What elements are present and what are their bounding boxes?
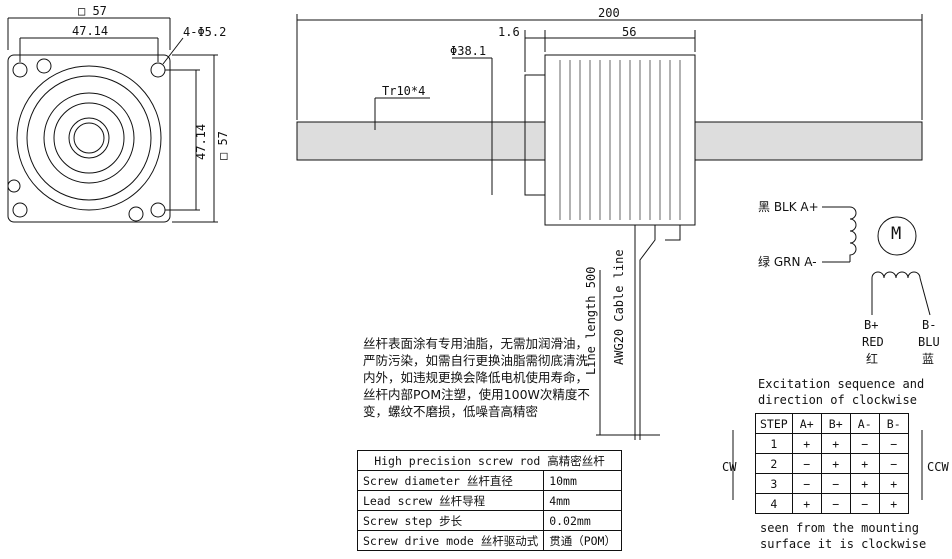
thread-label: Tr10*4 — [382, 84, 426, 98]
boss-diameter: Φ38.1 — [450, 44, 487, 58]
wire-b-minus: B- — [922, 318, 937, 332]
table-cell: − — [849, 433, 880, 454]
holes-label: 4-Φ5.2 — [183, 25, 227, 39]
square-dim-side: □ 57 — [216, 131, 230, 160]
ccw-label: CCW — [927, 460, 949, 474]
table-cell: − — [820, 493, 851, 514]
table-cell: − — [849, 493, 880, 514]
excitation-title-2: direction of clockwise — [758, 393, 917, 407]
table-row: 2−++− — [755, 453, 909, 474]
header-cell: B- — [878, 413, 909, 434]
table-cell: + — [820, 433, 851, 454]
spec-label: Screw diameter 丝杆直径 — [356, 470, 545, 491]
spec-title: High precision screw rod 高精密丝杆 — [357, 450, 622, 471]
wire-b-minus-cn: 蓝 — [922, 352, 935, 366]
spec-value: 0.02mm — [543, 510, 622, 531]
table-cell: − — [791, 473, 822, 494]
spec-label: Screw step 步长 — [356, 510, 545, 531]
body-length: 56 — [622, 25, 637, 39]
table-cell: − — [878, 433, 909, 454]
header-cell: B+ — [820, 413, 851, 434]
motor-symbol: M — [891, 224, 902, 244]
table-row: 3−−++ — [755, 473, 909, 494]
wire-a-plus: 黑 BLK A+ — [758, 200, 819, 214]
table-cell: 1 — [755, 433, 793, 454]
spec-label: Lead screw 丝杆导程 — [356, 490, 545, 511]
lubrication-note: 丝杆表面涂有专用油脂，无需加润滑油，严防污染，如需自行更换油脂需彻底清洗内外，如… — [363, 335, 593, 420]
wire-b-plus: B+ — [864, 318, 879, 332]
excitation-title-1: Excitation sequence and — [758, 377, 925, 391]
table-cell: − — [878, 453, 909, 474]
side-view — [296, 14, 923, 440]
table-cell: 2 — [755, 453, 793, 474]
spec-value: 贯通（POM） — [543, 530, 622, 551]
flange-thickness: 1.6 — [498, 25, 520, 39]
wire-b-plus-cn: 红 — [866, 352, 879, 366]
cw-label: CW — [722, 460, 737, 474]
hole-spacing-side: 47.14 — [194, 123, 208, 160]
hole-spacing-top: 47.14 — [72, 24, 109, 38]
excitation-foot-1: seen from the mounting — [760, 521, 919, 535]
table-row: Screw drive mode 丝杆驱动式贯通（POM） — [356, 530, 622, 551]
wire-a-minus: 绿 GRN A- — [758, 255, 817, 269]
note-paragraph: 丝杆内部POM注塑，使用100W次精度不变，螺纹不磨损，低噪音高精密 — [363, 387, 590, 419]
table-cell: + — [878, 493, 909, 514]
table-cell: + — [820, 453, 851, 474]
front-view — [7, 17, 218, 223]
spec-table: High precision screw rod 高精密丝杆 Screw dia… — [356, 450, 622, 551]
table-cell: − — [820, 473, 851, 494]
table-cell: 3 — [755, 473, 793, 494]
wire-b-minus-color: BLU — [918, 335, 940, 349]
cable-spec: AWG20 Cable line — [612, 249, 626, 365]
table-cell: + — [878, 473, 909, 494]
spec-value: 10mm — [543, 470, 622, 491]
spec-label: Screw drive mode 丝杆驱动式 — [356, 530, 545, 551]
header-cell: A+ — [791, 413, 822, 434]
square-dim-top: □ 57 — [78, 4, 107, 18]
table-cell: + — [791, 433, 822, 454]
table-row: 4+−−+ — [755, 493, 909, 514]
table-cell: − — [791, 453, 822, 474]
table-cell: 4 — [755, 493, 793, 514]
table-row: 1++−− — [755, 433, 909, 454]
spec-value: 4mm — [543, 490, 622, 511]
header-cell: A- — [849, 413, 880, 434]
table-cell: + — [849, 453, 880, 474]
wire-b-plus-color: RED — [862, 335, 884, 349]
header-cell: STEP — [755, 413, 793, 434]
excitation-foot-2: surface it is clockwise — [760, 537, 927, 551]
table-cell: + — [849, 473, 880, 494]
total-length: 200 — [598, 6, 620, 20]
note-paragraph: 丝杆表面涂有专用油脂，无需加润滑油，严防污染，如需自行更换油脂需彻底清洗内外，如… — [363, 336, 589, 385]
wiring-diagram — [732, 206, 931, 500]
table-cell: + — [791, 493, 822, 514]
